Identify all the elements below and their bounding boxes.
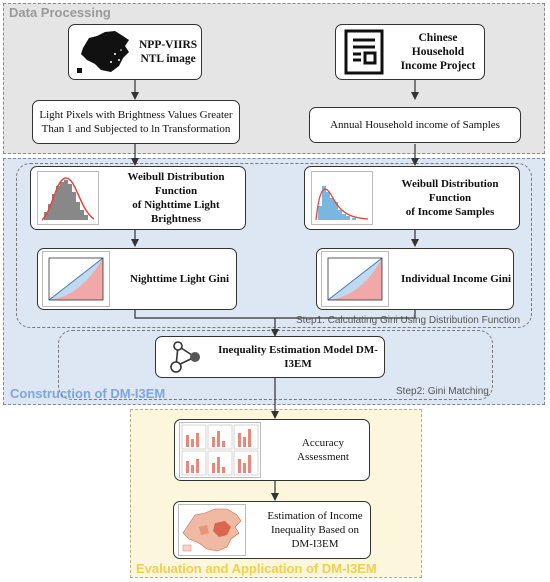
step1-label: Step1: Calculating Gini Using Distributi…	[296, 315, 520, 326]
annual-income-node: Annual Household income of Samples	[309, 107, 521, 143]
estimation-node: Estimation of Income Inequality Based on…	[173, 501, 371, 559]
estimation-label: Estimation of Income Inequality Based on…	[267, 510, 363, 550]
network-nodes-icon	[166, 340, 202, 374]
income-histogram-icon	[311, 171, 373, 225]
weibull-income-node: Weibull Distribution Function of Income …	[304, 166, 520, 230]
evaluation-title: Evaluation and Application of DM-I3EM	[136, 561, 377, 576]
ntl-gini-node: Nighttime Light Gini	[37, 248, 237, 310]
ntl-gini-label: Nighttime Light Gini	[130, 273, 230, 285]
light-pixels-node: Light Pixels with Brightness Values Grea…	[32, 100, 240, 144]
income-gini-label: Individual Income Gini	[401, 273, 512, 285]
model-label: Inequality Estimation Model DM-I3EM	[218, 344, 378, 370]
household-project-node: Chinese Household Income Project	[335, 24, 485, 80]
china-inequality-map-icon	[178, 504, 246, 556]
china-ntl-map-icon	[75, 28, 133, 76]
accuracy-charts-icon	[179, 422, 261, 478]
weibull-light-node: Weibull Distribution Function of Nightti…	[30, 166, 246, 230]
data-processing-title: Data Processing	[9, 5, 111, 20]
light-pixels-label: Light Pixels with Brightness Values Grea…	[39, 109, 233, 135]
income-gini-node: Individual Income Gini	[316, 248, 514, 310]
weibull-income-label: Weibull Distribution Function of Income …	[401, 178, 499, 218]
weibull-light-label: Weibull Distribution Function of Nightti…	[127, 171, 225, 225]
light-histogram-icon	[37, 171, 99, 225]
annual-income-label: Annual Household income of Samples	[330, 119, 500, 131]
document-icon	[344, 29, 384, 75]
household-project-label: Chinese Household Income Project	[400, 32, 476, 72]
ntl-image-node: NPP-VIIRS NTL image	[68, 24, 202, 80]
step2-label: Step2: Gini Matching	[396, 386, 489, 397]
model-node: Inequality Estimation Model DM-I3EM	[155, 336, 385, 378]
step1-group	[16, 163, 532, 328]
lorenz-curve-light-icon	[42, 251, 110, 307]
accuracy-label: Accuracy Assessment	[297, 437, 349, 463]
construction-title: Construction of DM-I3EM	[10, 386, 166, 401]
ntl-image-label: NPP-VIIRS NTL image	[139, 39, 198, 65]
accuracy-node: Accuracy Assessment	[174, 419, 370, 481]
lorenz-curve-income-icon	[321, 251, 389, 307]
